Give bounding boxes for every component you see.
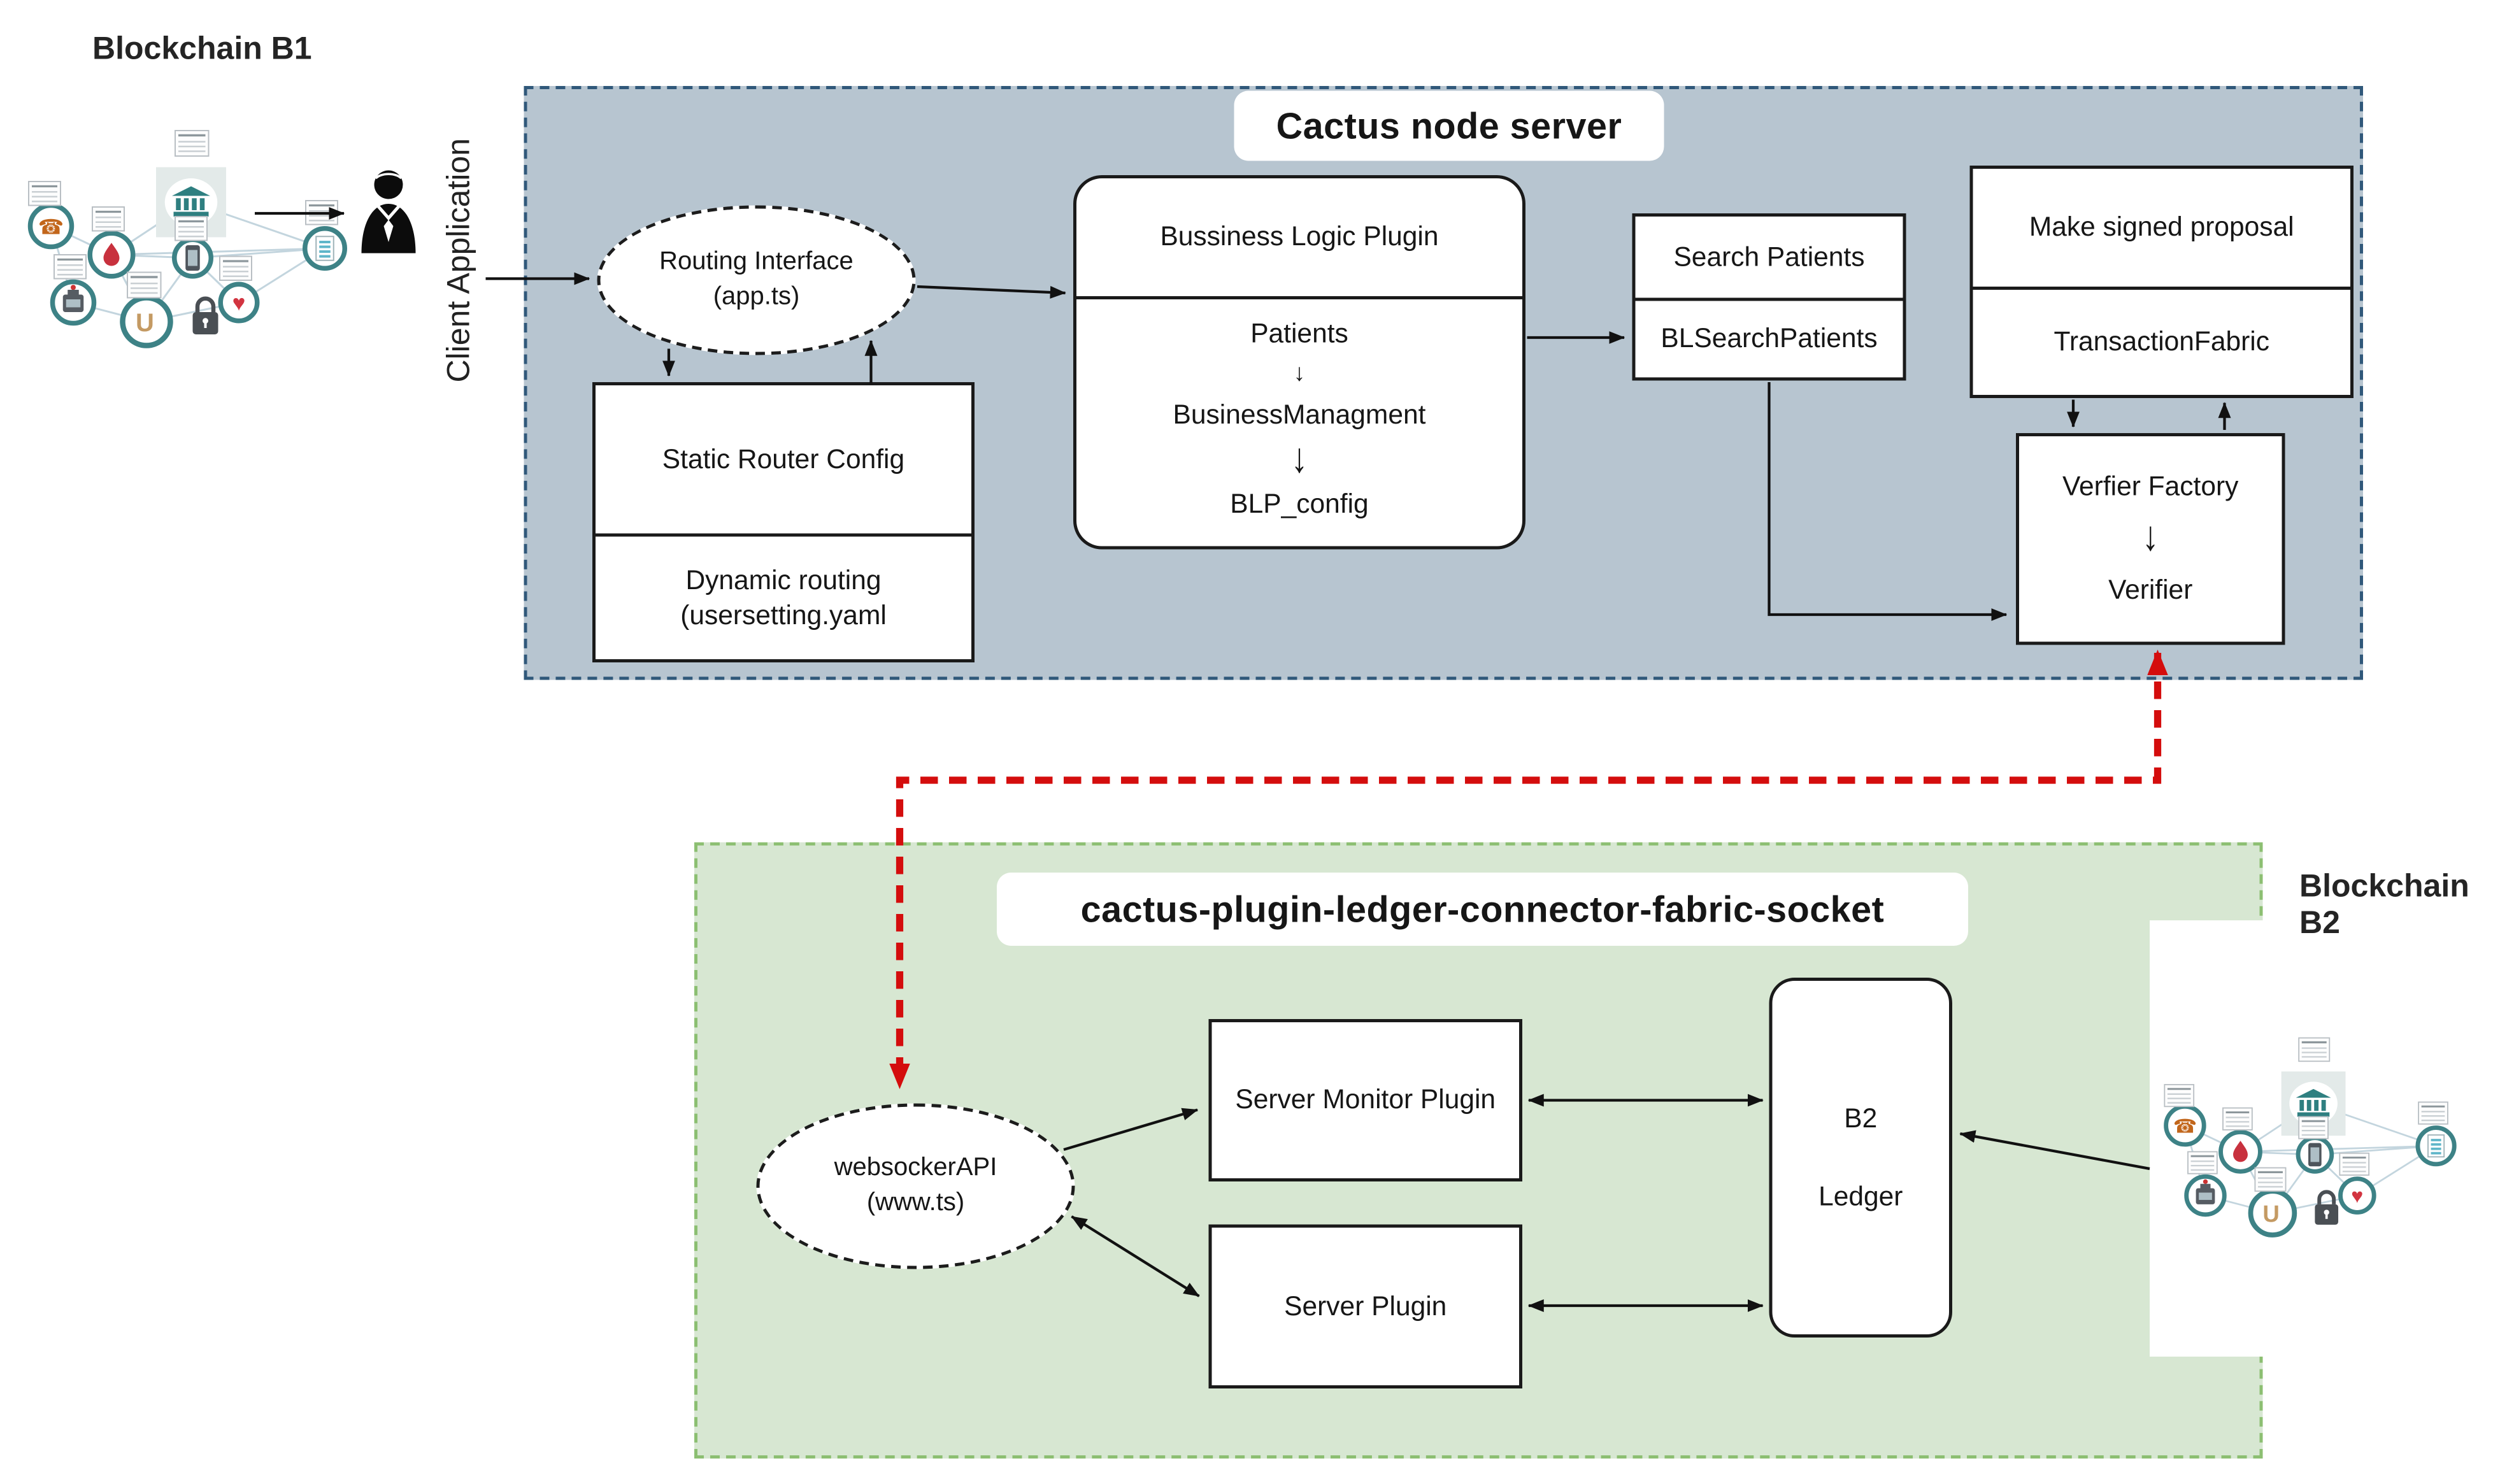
b2-ledger-cell: B2 Ledger	[1773, 981, 1950, 1334]
blsearchpatients-text: BLSearchPatients	[1661, 324, 1878, 354]
server-monitor-plugin-box: Server Monitor Plugin	[1208, 1019, 1522, 1181]
fabric-connector-title-text: cactus-plugin-ledger-connector-fabric-so…	[1080, 887, 1885, 929]
search-patients-text: Search Patients	[1673, 241, 1865, 273]
verifier-text: Verifier	[2108, 574, 2193, 605]
down-arrow-icon: ↓	[2142, 514, 2159, 560]
blockchain-b1-network	[16, 48, 398, 398]
server-plugin-box: Server Plugin	[1208, 1224, 1522, 1388]
server-plugin-text: Server Plugin	[1284, 1291, 1447, 1322]
blockchain-b2-label: Blockchain B2	[2299, 869, 2469, 941]
cactus-node-server-title: Cactus node server	[1234, 90, 1664, 161]
dynamic-routing-cell: Dynamic routing (usersetting.yaml	[596, 537, 971, 660]
server-monitor-plugin-text: Server Monitor Plugin	[1235, 1085, 1496, 1115]
routing-interface-file: (app.ts)	[713, 283, 800, 311]
websocket-api-name: websockerAPI	[834, 1155, 997, 1183]
make-signed-proposal-box: Make signed proposal TransactionFabric	[1969, 166, 2354, 398]
dynamic-routing-text1: Dynamic routing	[685, 566, 882, 596]
blp-flow-businessmanagment: BusinessManagment	[1173, 399, 1426, 431]
static-router-config-text: Static Router Config	[662, 444, 905, 474]
verifier-factory-text: Verfier Factory	[2062, 471, 2239, 502]
server-monitor-plugin-cell: Server Monitor Plugin	[1212, 1022, 1520, 1178]
down-arrow-icon: ↓	[1293, 360, 1306, 388]
b2-ledger-text1: B2	[1844, 1102, 1878, 1134]
routing-interface-name: Routing Interface	[659, 249, 854, 276]
down-arrow-icon: ↓	[1290, 436, 1308, 482]
dynamic-routing-text2: (usersetting.yaml	[680, 599, 887, 630]
b2-ledger-text2: Ledger	[1818, 1181, 1903, 1212]
transactionfabric-text: TransactionFabric	[2054, 327, 2270, 357]
routing-interface-ellipse: Routing Interface (app.ts)	[597, 205, 916, 355]
fabric-connector-title: cactus-plugin-ledger-connector-fabric-so…	[997, 873, 1968, 946]
websocket-api-ellipse: websockerAPI (www.ts)	[756, 1103, 1075, 1269]
server-plugin-cell: Server Plugin	[1212, 1228, 1520, 1386]
blp-flow-patients: Patients	[1250, 318, 1348, 348]
transactionfabric-cell: TransactionFabric	[1973, 290, 2351, 395]
blp-header: Bussiness Logic Plugin	[1076, 178, 1522, 299]
make-signed-proposal-cell: Make signed proposal	[1973, 169, 2350, 290]
cactus-node-server-title-text: Cactus node server	[1276, 104, 1622, 146]
blsearchpatients-cell: BLSearchPatients	[1636, 301, 1903, 378]
client-user-icon	[361, 170, 416, 253]
make-signed-proposal-text: Make signed proposal	[2029, 212, 2294, 243]
static-router-config-cell: Static Router Config	[596, 385, 971, 537]
websocket-api-file: (www.ts)	[866, 1189, 965, 1217]
blp-flow-blpconfig: BLP_config	[1230, 489, 1369, 520]
b2-ledger-box: B2 Ledger	[1769, 978, 1952, 1338]
verifier-factory-box: Verfier Factory ↓ Verifier	[2016, 433, 2285, 645]
business-logic-plugin-box: Bussiness Logic Plugin Patients ↓ Busine…	[1073, 175, 1525, 550]
router-config-box: Static Router Config Dynamic routing (us…	[592, 382, 975, 662]
client-application-label: Client Application	[441, 138, 477, 383]
search-patients-cell: Search Patients	[1635, 217, 1903, 301]
blockchain-b2-network	[2153, 962, 2500, 1283]
verifier-factory-flow: Verfier Factory ↓ Verifier	[2019, 436, 2282, 642]
blp-title-text: Bussiness Logic Plugin	[1160, 222, 1439, 252]
blockchain-b1-label: Blockchain B1	[92, 32, 312, 67]
blp-flow: Patients ↓ BusinessManagment ↓ BLP_confi…	[1076, 299, 1522, 546]
search-patients-box: Search Patients BLSearchPatients	[1632, 213, 1906, 381]
